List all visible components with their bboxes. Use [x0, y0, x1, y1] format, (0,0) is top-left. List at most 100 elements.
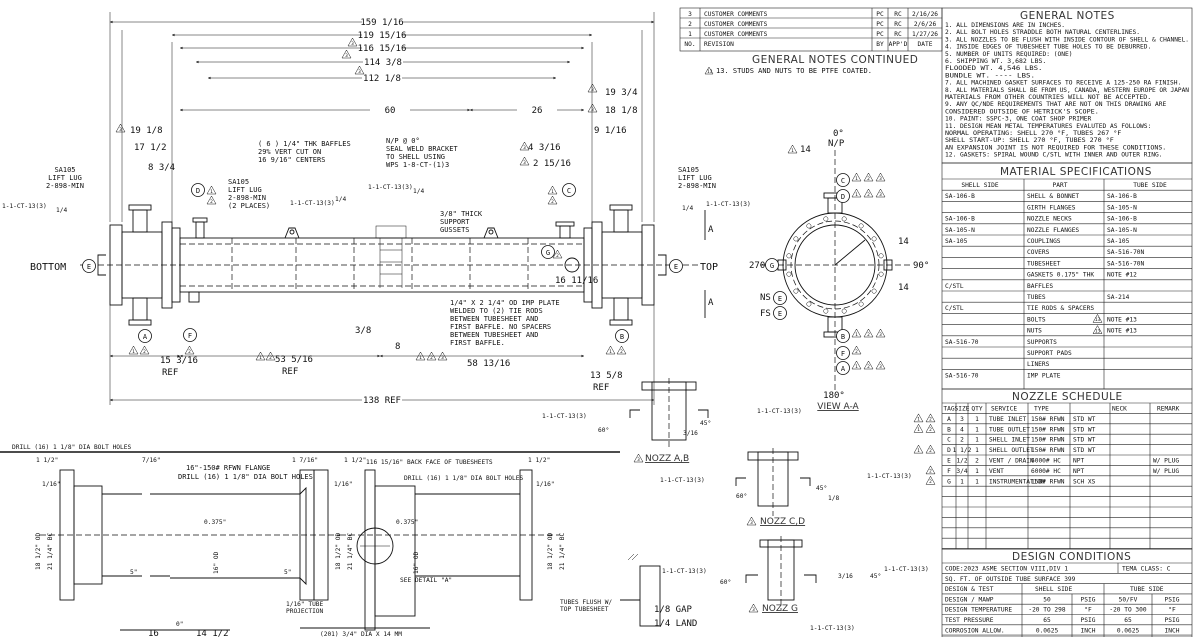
- nozzle-type: 6000# HC: [1031, 468, 1061, 475]
- nozzle-service: TUBE OUTLET: [989, 426, 1030, 433]
- revision-triangle: 2: [206, 195, 217, 205]
- revision-date: 2/16/26: [912, 11, 938, 18]
- dimension-label: 21 1/4" BC: [559, 532, 566, 570]
- nozzle-tag-letter: E: [778, 310, 782, 318]
- material-part: NOZZLE NECKS: [1027, 216, 1072, 223]
- revision-triangle: 1: [851, 328, 862, 338]
- nozzle-remark: W/ PLUG: [1153, 458, 1179, 465]
- dimension-label: 159 1/16: [360, 18, 403, 28]
- revision-triangle: 3: [587, 83, 598, 93]
- design-header: DESIGN & TEST: [945, 586, 994, 593]
- svg-text:1: 1: [917, 417, 920, 423]
- revision-triangle: 2: [851, 345, 862, 355]
- revision-triangle: 1: [255, 351, 266, 361]
- material-shell-side: SA-105: [945, 238, 968, 245]
- design-shell-value: 0.0625: [1036, 627, 1059, 634]
- weld-angle: 45°: [700, 419, 711, 427]
- nozzle-size: 3/4: [956, 468, 967, 475]
- design-conditions-table: DESIGN CONDITIONS CODE:2023 ASME SECTION…: [941, 548, 1193, 637]
- general-note-line: 10. PAINT: SSPC-3, ONE COAT SHOP PRIMER: [945, 116, 1092, 123]
- material-tube-side: SA-106-B: [1107, 216, 1137, 223]
- dimension-label: 0.375": [204, 519, 226, 526]
- dimension-label: 1/16": [42, 481, 61, 488]
- revision-triangle: 2: [616, 345, 627, 355]
- baffles-note: 29% VERT CUT ON: [258, 148, 321, 156]
- general-note-line: BUNDLE WT. ---- LBS.: [945, 72, 1035, 79]
- material-part: SUPPORT PADS: [1027, 350, 1072, 357]
- nozzle-tag-balloon: B: [615, 329, 629, 343]
- general-notes-title: GENERAL NOTES: [1020, 10, 1115, 22]
- nozzle-neck: NPT: [1073, 468, 1084, 475]
- design-shell-unit: °F: [1084, 606, 1092, 614]
- revision-triangle: 2: [863, 360, 874, 370]
- nozzle-tag-letter: E: [778, 295, 782, 303]
- nozzle-size: 2: [960, 437, 964, 444]
- nozzle-size: 4: [960, 426, 964, 433]
- dimension-label: 53 5/16: [275, 355, 313, 365]
- revision-triangle: 3: [354, 65, 365, 75]
- revision-triangle: 1: [547, 185, 558, 195]
- section-mark: A: [708, 225, 714, 235]
- revision-header-by: BY: [876, 41, 884, 48]
- dimension-label: REF: [593, 383, 609, 393]
- nozzle-neck: SCH XS: [1073, 478, 1096, 485]
- nozzle-tag: D: [947, 447, 951, 454]
- material-header: PART: [1053, 182, 1068, 189]
- svg-text:2: 2: [620, 349, 623, 355]
- nozzle-tag-balloon: B: [836, 329, 850, 343]
- dimension-label: 3/8: [355, 326, 371, 336]
- general-note-line: 8. ALL MATERIALS SHALL BE FROM US, CANAD…: [945, 87, 1189, 94]
- fillet-size: 1/8: [828, 495, 839, 502]
- nozzle-tag-balloon: C: [836, 173, 850, 187]
- svg-text:3: 3: [750, 520, 753, 526]
- nozzle-tag: B: [947, 426, 951, 433]
- dimension-label: 8 3/4: [148, 163, 175, 173]
- revision-desc: CUSTOMER COMMENTS: [704, 31, 768, 38]
- nozzle-header: REMARK: [1157, 406, 1180, 413]
- svg-text:2: 2: [929, 448, 932, 454]
- view-aa-label: VIEW A-A: [817, 402, 859, 412]
- nozzle-service: VENT / DRAIN: [989, 458, 1034, 465]
- dimension-label: 13 5/8: [590, 371, 623, 381]
- nozzle-header: SIZE: [955, 406, 970, 413]
- dimension-label: 5": [284, 569, 291, 576]
- design-tube-value: 65: [1124, 617, 1132, 624]
- dimension-label: 15 3/16: [160, 356, 198, 366]
- material-tube-side: SA-516-70N: [1107, 260, 1145, 267]
- svg-text:13: 13: [1095, 317, 1101, 323]
- nozzle-service: VENT: [989, 468, 1004, 475]
- bolt-hole: [841, 308, 847, 314]
- svg-text:3: 3: [879, 176, 882, 182]
- weld-size: 1/4: [335, 196, 346, 203]
- weld-callout: 1-1-CT-13(3): [757, 408, 802, 415]
- dimension-label: 1/16": [536, 481, 555, 488]
- svg-text:2: 2: [188, 349, 191, 355]
- revision-by: PC: [876, 31, 884, 38]
- design-param: DESIGN TEMPERATURE: [945, 607, 1012, 614]
- nameplate-note: N/P @ 0°: [386, 137, 420, 145]
- weld-angle: 60°: [598, 426, 609, 434]
- svg-text:1: 1: [210, 189, 213, 195]
- design-code: CODE:2023 ASME SECTION VIII,DIV 1: [945, 566, 1068, 573]
- bolt-hole: [858, 301, 864, 307]
- revision-date: 1/27/26: [912, 31, 938, 38]
- nozzle-service: SHELL OUTLET: [989, 447, 1034, 454]
- dimension-label: 4 3/16: [528, 143, 561, 153]
- nozzle-size: 1: [960, 478, 964, 485]
- general-note-line: 3. ALL NOZZLES TO BE FLUSH WITH INSIDE C…: [945, 36, 1189, 43]
- revision-triangle: 1: [913, 413, 924, 423]
- svg-text:2: 2: [210, 199, 213, 205]
- weld-angle: 60°: [736, 492, 747, 500]
- dimension-label: 26: [532, 106, 543, 116]
- revision-triangle: 13: [1092, 313, 1103, 323]
- material-part: BAFFLES: [1027, 283, 1053, 290]
- material-part: SUPPORTS: [1027, 339, 1057, 346]
- general-note-line: 2. ALL BOLT HOLES STRADDLE BOTH NATURAL …: [945, 29, 1140, 36]
- nozzle-service: TUBE INLET: [989, 416, 1027, 423]
- svg-text:2: 2: [929, 479, 932, 485]
- dimension-label: 1 1/2": [344, 457, 366, 464]
- svg-text:3: 3: [879, 364, 882, 370]
- nozzle-header: SERVICE: [991, 406, 1017, 413]
- svg-text:3: 3: [637, 457, 640, 463]
- flange-note: 16"-150# RFWN FLANGE: [186, 464, 270, 472]
